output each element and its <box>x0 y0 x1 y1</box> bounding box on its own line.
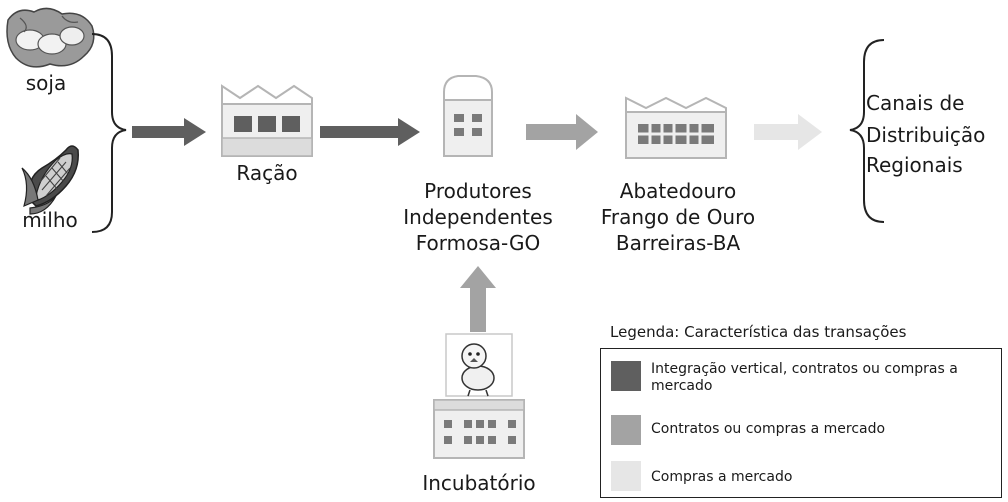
produtores-label-line2: Independentes <box>403 205 553 229</box>
racao-factory-icon <box>221 84 313 157</box>
arrow-produtores-to-abatedouro <box>526 114 598 150</box>
abatedouro-factory-icon <box>625 96 727 159</box>
soja-label: soja <box>25 71 67 95</box>
soybean-icon <box>6 7 95 68</box>
right-brace <box>849 39 885 223</box>
legend-swatch-medium <box>611 415 641 445</box>
canais-label-line2: Distribuição <box>866 123 986 147</box>
legend-swatch-light <box>611 461 641 491</box>
chick-icon <box>445 333 513 397</box>
left-brace <box>91 33 127 233</box>
milho-label: milho <box>22 208 78 232</box>
abatedouro-label-line1: Abatedouro <box>619 179 737 203</box>
produtores-label-line1: Produtores <box>424 179 532 203</box>
canais-label-line1: Canais de <box>866 91 965 115</box>
abatedouro-label-line3: Barreiras-BA <box>615 231 741 255</box>
corn-icon <box>21 145 79 215</box>
legend-item-contracts: Contratos ou compras a mercado <box>611 415 991 445</box>
legend-label-light: Compras a mercado <box>651 469 793 485</box>
legend-swatch-dark <box>611 361 641 391</box>
incubatorio-label: Incubatório <box>422 471 536 495</box>
racao-label: Ração <box>236 161 298 185</box>
produtores-label-line3: Formosa-GO <box>415 231 541 255</box>
legend: Integração vertical, contratos ou compra… <box>600 348 1002 498</box>
legend-title: Legenda: Característica das transações <box>610 323 907 341</box>
legend-item-market: Compras a mercado <box>611 461 991 491</box>
arrow-racao-to-produtores <box>320 118 420 146</box>
legend-label-dark: Integração vertical, contratos ou compra… <box>651 361 958 394</box>
arrow-abatedouro-to-canais <box>754 114 822 150</box>
arrow-incubatorio-to-produtores <box>460 266 496 332</box>
abatedouro-label-line2: Frango de Ouro <box>600 205 756 229</box>
canais-label-line3: Regionais <box>866 153 963 177</box>
arrow-inputs-to-racao <box>132 118 206 146</box>
incubatorio-building-icon <box>433 399 525 459</box>
legend-label-medium: Contratos ou compras a mercado <box>651 421 886 437</box>
produtores-building-icon <box>443 75 493 157</box>
legend-item-vertical-integration: Integração vertical, contratos ou compra… <box>611 361 991 395</box>
